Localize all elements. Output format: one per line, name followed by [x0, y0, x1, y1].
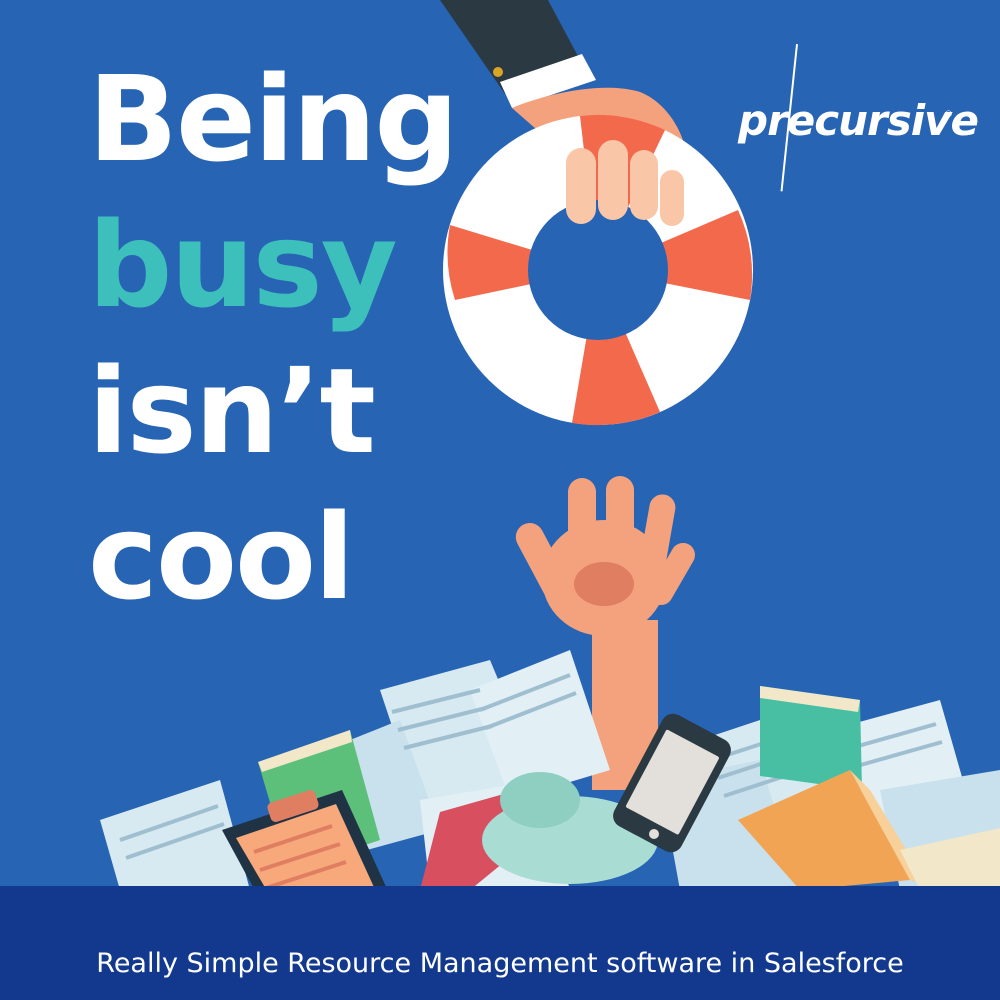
headline-line-1: Being [88, 50, 459, 188]
headline-line-4: cool [88, 488, 355, 626]
clipboard-icon [222, 790, 392, 900]
headline: Being busy isn’t cool [88, 46, 459, 630]
paper-sheet-icon [470, 650, 610, 800]
headline-line-3: isn’t [88, 342, 376, 480]
footer-bar: Really Simple Resource Management softwa… [0, 886, 1000, 1000]
brand-logo: precursive ® [738, 44, 979, 194]
rescuer-fingers [566, 140, 684, 226]
logo-registered-mark: ® [944, 110, 953, 120]
logo-text: precursive [738, 96, 979, 145]
smartphone-icon [613, 713, 731, 853]
book-icon [760, 686, 862, 790]
book-icon [900, 828, 1000, 890]
footer-tagline: Really Simple Resource Management softwa… [96, 947, 904, 979]
headline-line-2: busy [88, 196, 398, 334]
